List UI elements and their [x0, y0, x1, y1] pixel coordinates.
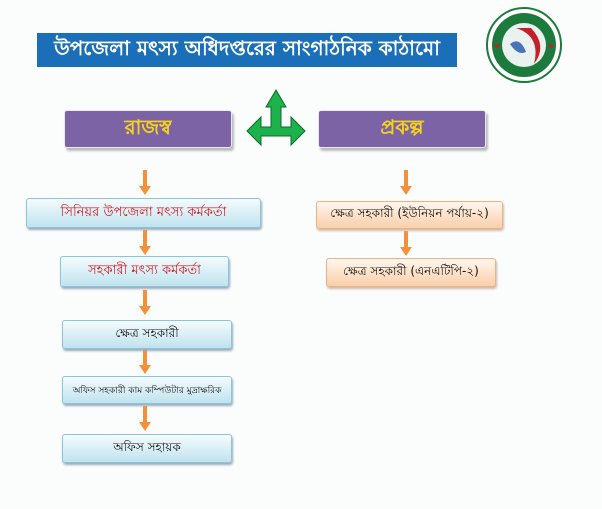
page-title: উপজেলা মৎস্য অধিদপ্তরের সাংগাঠনিক কাঠামো	[37, 33, 457, 67]
bidirectional-arrow-icon	[246, 89, 306, 151]
senior-upazila-fisheries-officer-box: সিনিয়র উপজেলা মৎস্য কর্মকর্তা	[26, 198, 261, 228]
assistant-fisheries-officer-box: সহকারী মৎস্য কর্মকর্তা	[60, 256, 229, 287]
down-arrow-icon	[139, 349, 151, 375]
down-arrow-icon	[400, 231, 412, 257]
office-helper-box: অফিস সহায়ক	[62, 434, 232, 463]
field-assistant-box: ক্ষেত্র সহকারী	[62, 320, 232, 349]
project-heading: প্রকল্প	[318, 110, 486, 148]
down-arrow-icon	[400, 170, 412, 196]
field-assistant-union-box: ক্ষেত্র সহকারী (ইউনিয়ন পর্যায়-২)	[316, 201, 503, 229]
office-assistant-computer-typist-box: অফিস সহকারী কাম কম্পিউটার মুদ্রাক্ষরিক	[62, 376, 232, 404]
down-arrow-icon	[139, 170, 151, 196]
department-logo	[486, 6, 562, 88]
down-arrow-icon	[139, 290, 151, 316]
down-arrow-icon	[139, 230, 151, 256]
down-arrow-icon	[139, 406, 151, 432]
field-assistant-natp-box: ক্ষেত্র সহকারী (এনএটিপি-২)	[326, 258, 496, 287]
revenue-heading: রাজস্ব	[64, 110, 232, 148]
